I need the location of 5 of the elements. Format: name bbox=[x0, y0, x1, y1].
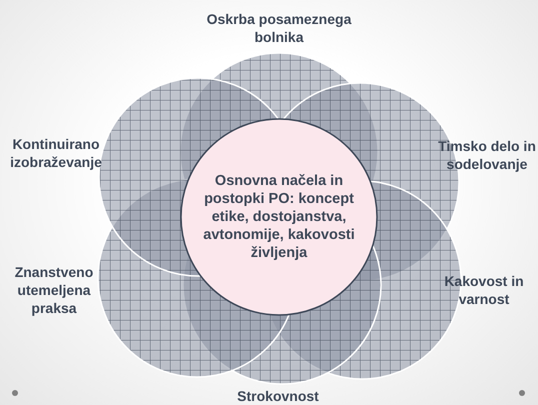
petal-label: Strokovnost bbox=[236, 387, 320, 405]
petal-label: Oskrba posameznega bolnika bbox=[206, 10, 352, 46]
center-text: Osnovna načela in postopki PO: koncept etike, dostojanstva, avtonomije, kakovosti življenja bbox=[202, 172, 356, 262]
petal-label: Kontinuirano izobraževanje bbox=[9, 135, 103, 171]
petal-label: Znanstveno utemeljena praksa bbox=[14, 263, 94, 317]
